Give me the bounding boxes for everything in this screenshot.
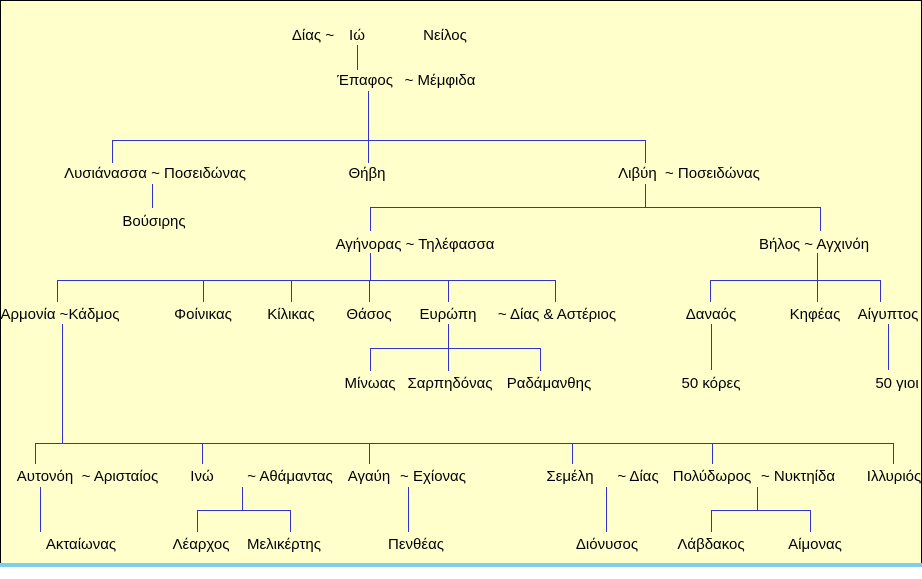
node-nykteida: ~ Νυκτηίδα <box>760 468 836 485</box>
connector-belos-children-rail <box>710 280 880 282</box>
connector-drop-kilikas <box>291 280 293 302</box>
connector-drop-thebe <box>368 140 370 163</box>
connector-drop-phoinikas <box>203 280 205 302</box>
node-dias: Δίας ~ <box>291 27 335 44</box>
node-athamantas: ~ Αθάμαντας <box>247 468 333 485</box>
node-libye: Λιβύη ~ Ποσειδώνας <box>618 165 760 182</box>
connector-drop-danaos <box>710 280 712 302</box>
node-aigyptos: Αίγυπτος <box>857 306 919 323</box>
node-minoas: Μίνωας <box>344 375 396 392</box>
connector-ino-children-rail <box>197 510 290 512</box>
node-fifty-gioi: 50 γιοι <box>875 375 919 392</box>
node-neilos: Νείλος <box>423 27 467 44</box>
connector-drop-aimonas <box>810 510 812 532</box>
node-dias-asterios: ~ Δίας & Αστέριος <box>497 306 617 323</box>
connector-belos-children <box>817 253 819 280</box>
connector-europe-children-rail <box>370 348 540 350</box>
connector-drop-belos <box>820 207 822 231</box>
node-lysianassa: Λυσιάνασσα ~ Ποσειδώνας <box>64 165 246 182</box>
connector-drop-rhadamanthys <box>540 348 542 371</box>
node-io: Ιώ <box>349 27 365 44</box>
node-pentheas: Πενθέας <box>388 536 444 553</box>
connector-drop-minoas <box>370 348 372 371</box>
node-polydoros: Πολύδωρος <box>672 468 752 485</box>
node-fifty-kores: 50 κόρες <box>681 375 741 392</box>
node-aimonas: Αίμονας <box>788 536 842 553</box>
connector-agenoras-children-rail <box>57 280 555 282</box>
connector-drop-polydoros <box>712 443 714 464</box>
connector-libye-children <box>645 184 647 207</box>
connector-polydoros-children <box>757 487 759 510</box>
connector-drop-kadmos <box>57 280 59 302</box>
node-memphida: ~ Μέμφιδα <box>404 72 476 89</box>
connector-danaos-kores <box>711 324 713 370</box>
connector-libye-children-rail <box>370 207 820 209</box>
connector-drop-asterios <box>555 280 557 302</box>
connector-aigyptos-gioi <box>888 324 890 370</box>
connector-drop-agenoras <box>370 207 372 231</box>
connector-agave-pentheas <box>408 487 410 532</box>
connector-agenoras-children <box>370 253 372 280</box>
connector-lysianassa-bousiris <box>152 184 154 208</box>
connector-kadmos-children-rail <box>35 443 893 445</box>
connector-drop-thasos <box>369 280 371 302</box>
connector-drop-illyrios <box>893 443 895 464</box>
connector-drop-kepheas <box>817 280 819 302</box>
node-kepheas: Κηφέας <box>789 306 841 323</box>
node-echionas: ~ Εχίονας <box>400 468 466 485</box>
connector-drop-agave <box>369 443 371 464</box>
connector-drop-lysianassa <box>112 140 114 163</box>
connector-drop-labdakos <box>711 510 713 532</box>
node-belos: Βήλος ~ Αγχινόη <box>758 236 870 253</box>
node-kilikas: Κίλικας <box>267 306 315 323</box>
node-europe: Ευρώπη <box>419 306 477 323</box>
node-semele: Σεμέλη <box>546 468 594 485</box>
node-bousiris: Βούσιρης <box>122 213 186 230</box>
node-autonoe: Αυτονόη <box>16 468 74 485</box>
node-rhadamanthys: Ραδάμανθης <box>506 375 592 392</box>
connector-ino-children <box>242 487 244 510</box>
node-ino: Ινώ <box>190 468 214 485</box>
node-aktaionas: Ακταίωνας <box>45 536 117 553</box>
node-learchos: Λέαρχος <box>172 536 230 553</box>
node-dionysos: Διόνυσος <box>575 536 639 553</box>
node-agenoras: Αγήνορας ~ Τηλέφασσα <box>335 236 495 253</box>
connector-drop-semele <box>572 443 574 464</box>
node-danaos: Δαναός <box>685 306 737 323</box>
connector-drop-sarpedonas <box>448 348 450 371</box>
node-agave: Αγαύη <box>347 468 391 485</box>
connector-drop-europe <box>448 280 450 302</box>
connector-epaphos-children-rail <box>112 140 645 142</box>
document-background <box>0 0 922 563</box>
connector-europe-children <box>448 324 450 348</box>
node-phoinikas: Φοίνικας <box>174 306 232 323</box>
connector-drop-learchos <box>197 510 199 532</box>
connector-epaphos-children <box>368 91 370 140</box>
node-sarpedonas: Σαρπηδόνας <box>407 375 493 392</box>
connector-drop-melikertes <box>290 510 292 532</box>
connector-autonoe-aktaionas <box>40 487 42 532</box>
connector-drop-autonoe <box>35 443 37 464</box>
node-aristaios: ~ Αρισταίος <box>81 468 159 485</box>
node-melikertes: Μελικέρτης <box>246 536 322 553</box>
node-thebe: Θήβη <box>348 165 386 182</box>
bottom-divider-bar <box>0 563 922 567</box>
connector-polydoros-children-rail <box>711 510 810 512</box>
connector-drop-aigyptos <box>880 280 882 302</box>
node-harmonia-kadmos: Αρμονία ~Κάδμος <box>0 306 120 323</box>
node-dias2: ~ Δίας <box>617 468 659 485</box>
connector-drop-ino <box>202 443 204 464</box>
connector-kadmos-children <box>62 324 64 443</box>
node-labdakos: Λάβδακος <box>677 536 745 553</box>
connector-drop-libye <box>645 140 647 163</box>
node-epaphos: Έπαφος <box>337 72 393 89</box>
node-illyrios: Ιλλυριός <box>866 468 922 485</box>
connector-io-epaphos <box>357 45 359 70</box>
connector-semele-dionysos <box>606 487 608 532</box>
node-thasos: Θάσος <box>346 306 392 323</box>
